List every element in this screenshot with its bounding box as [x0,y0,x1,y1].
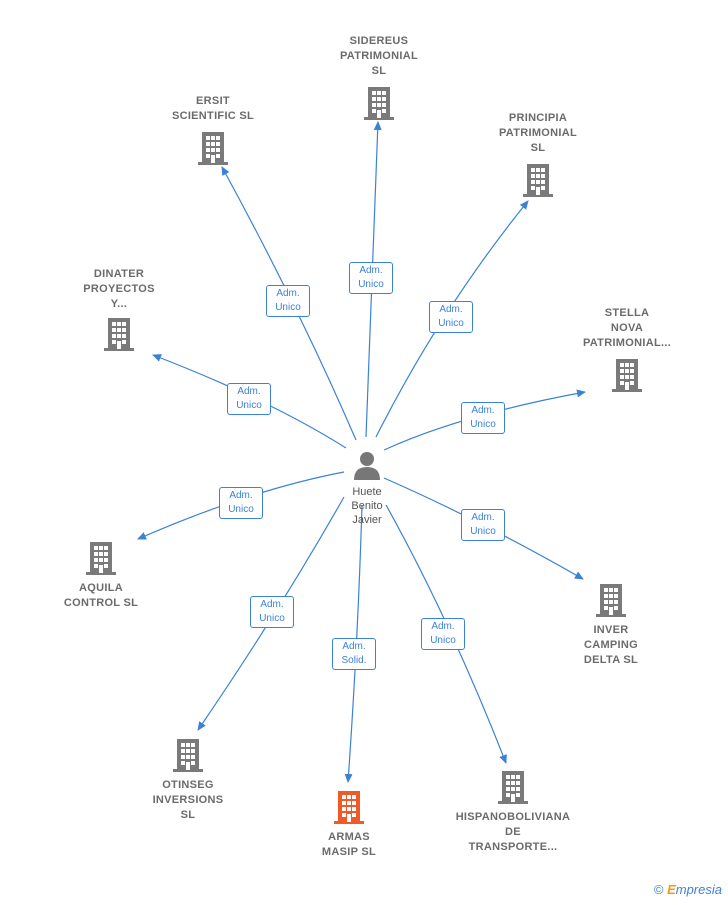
building-icon [594,582,628,623]
building-icon [521,162,555,203]
edge-label-type: Unico [430,635,456,646]
company-label-line: ARMAS [328,831,370,843]
company-label-line: DELTA SL [583,654,639,666]
brand-initial: E [667,882,676,897]
edge-label-aquila[interactable]: Adm. Unico [219,487,263,519]
company-label-line: INVERSIONS [152,794,224,806]
building-icon-highlighted [332,789,366,830]
center-person-node[interactable]: Huete Benito Javier [327,450,407,527]
empresia-watermark: © Empresia [654,882,722,897]
company-node-armas[interactable]: ARMAS MASIP SL [279,789,419,860]
edge-label-stella[interactable]: Adm. Unico [461,402,505,434]
building-icon [496,769,530,810]
edge-label-principia[interactable]: Adm. Unico [429,301,473,333]
edge-label-role: Adm. [260,599,284,610]
edge-label-type: Unico [470,419,496,430]
company-label-line: ERSIT [196,95,230,107]
edge-label-type: Unico [470,526,496,537]
edge-label-role: Adm. [276,288,300,299]
company-label-line: SCIENTIFIC SL [171,110,255,122]
company-label-line: OTINSEG [162,779,214,791]
building-icon [610,357,644,398]
company-label-line: HISPANOBOLIVIANA [455,811,571,823]
company-label-line: SL [180,809,196,821]
company-label-line: TRANSPORTE... [468,841,558,853]
company-label-line: STELLA [604,307,650,319]
company-label-line: MASIP SL [321,846,377,858]
company-label-line: PATRIMONIAL [498,127,578,139]
person-name-line1: Huete [352,486,382,498]
company-label-line: Y... [110,298,128,310]
person-name-line2: Benito [351,500,383,512]
company-node-hispanoboliviana[interactable]: HISPANOBOLIVIANA DE TRANSPORTE... [443,769,583,855]
company-label-line: DE [505,826,521,838]
edge-label-role: Adm. [342,641,366,652]
edge-label-type: Unico [259,613,285,624]
edge-label-role: Adm. [237,386,261,397]
edge-label-role: Adm. [471,512,495,523]
edge-label-dinater[interactable]: Adm. Unico [227,383,271,415]
building-icon [362,85,396,126]
edge-label-type: Solid. [341,655,367,666]
company-node-stella[interactable]: STELLA NOVA PATRIMONIAL... [557,306,697,398]
edge-label-hispanoboliviana[interactable]: Adm. Unico [421,618,465,650]
edge-label-sidereus[interactable]: Adm. Unico [349,262,393,294]
company-label-line: CONTROL SL [63,597,139,609]
edge-label-role: Adm. [471,405,495,416]
company-node-inver[interactable]: INVER CAMPING DELTA SL [541,582,681,668]
edge-label-type: Unico [275,302,301,313]
building-icon [171,737,205,778]
company-node-aquila[interactable]: AQUILA CONTROL SL [31,540,171,611]
copyright-icon: © [653,882,664,897]
company-node-ersit[interactable]: ERSIT SCIENTIFIC SL [143,94,283,171]
person-name-line3: Javier [352,514,382,526]
company-node-principia[interactable]: PRINCIPIA PATRIMONIAL SL [468,111,608,203]
edge-label-inver[interactable]: Adm. Unico [461,509,505,541]
company-label-line: PRINCIPIA [508,112,568,124]
company-label-line: PATRIMONIAL [339,50,419,62]
company-node-sidereus[interactable]: SIDEREUS PATRIMONIAL SL [309,34,449,126]
edge-label-otinseg[interactable]: Adm. Unico [250,596,294,628]
building-icon [196,130,230,171]
edge-label-armas[interactable]: Adm. Solid. [332,638,376,670]
edge-label-type: Unico [358,279,384,290]
company-label-line: SL [371,65,387,77]
company-label-line: SIDEREUS [349,35,409,47]
building-icon [102,316,136,357]
company-label-line: NOVA [610,322,644,334]
edge-label-role: Adm. [229,490,253,501]
company-label-line: INVER [593,624,629,636]
edge-label-type: Unico [228,504,254,515]
brand-rest: mpresia [675,882,722,897]
edge-label-type: Unico [438,318,464,329]
company-label-line: AQUILA [79,582,123,594]
company-label-line: PROYECTOS [83,283,155,295]
company-label-line: DINATER [93,268,145,280]
company-label-line: SL [530,142,546,154]
person-icon [354,452,380,480]
building-icon [84,540,118,581]
company-node-otinseg[interactable]: OTINSEG INVERSIONS SL [118,737,258,823]
company-label-line: PATRIMONIAL... [582,337,672,349]
edge-label-role: Adm. [359,265,383,276]
edge-label-type: Unico [236,400,262,411]
edge-label-role: Adm. [431,621,455,632]
company-node-dinater[interactable]: DINATER PROYECTOS Y... [49,267,189,357]
edge-label-ersit[interactable]: Adm. Unico [266,285,310,317]
edge-label-role: Adm. [439,304,463,315]
company-label-line: CAMPING [583,639,639,651]
